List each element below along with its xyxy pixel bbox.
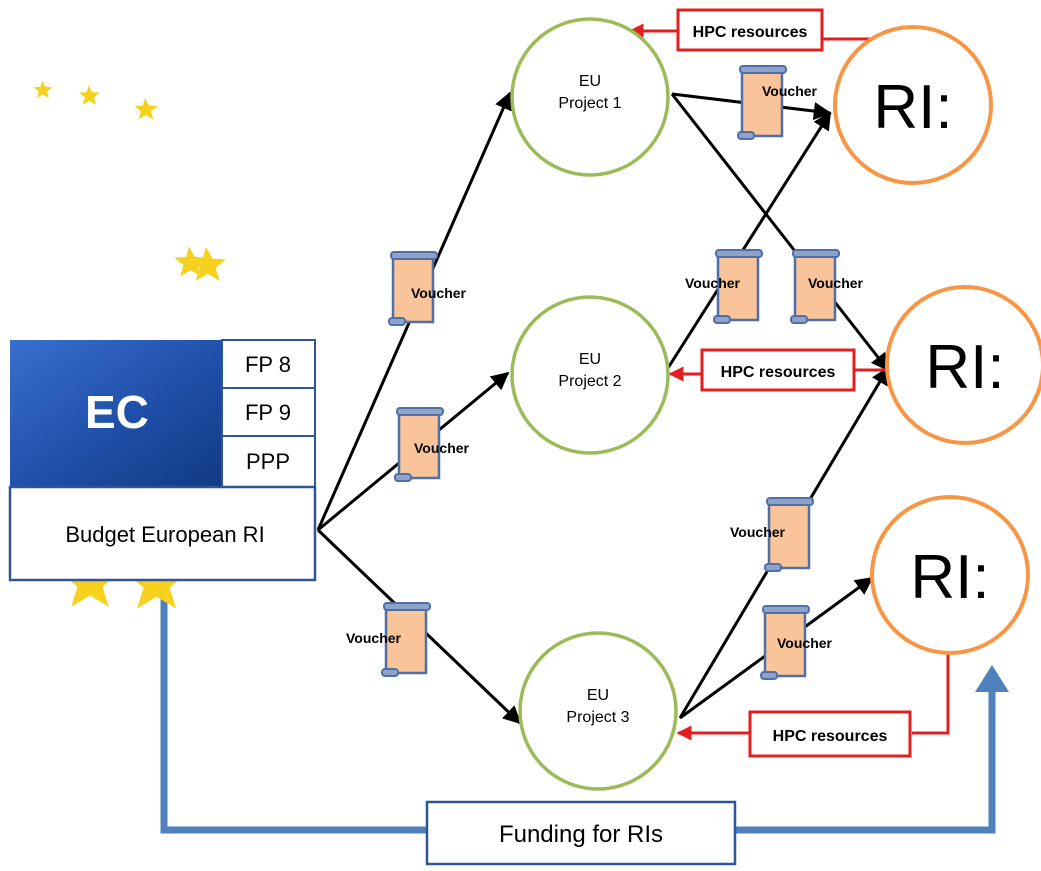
voucher-8: Voucher xyxy=(759,604,833,681)
voucher-7-label: Voucher xyxy=(730,524,786,540)
hpc-label-3: HPC resources xyxy=(773,728,888,745)
funding-label: Funding for RIs xyxy=(499,821,663,848)
budget-label: Budget European RI xyxy=(65,522,264,547)
ri-node-1: RI: xyxy=(833,25,993,185)
hpc-arrows xyxy=(628,23,950,741)
voucher-3-label: Voucher xyxy=(346,630,402,646)
ri-3-label: RI: xyxy=(910,543,989,612)
voucher-scroll-icon xyxy=(736,64,788,141)
programme-box-1 xyxy=(221,339,316,389)
project-1-line1: EU xyxy=(579,73,601,90)
voucher-2-label: Voucher xyxy=(414,440,470,456)
voucher-6: Voucher xyxy=(789,248,864,325)
ec-block: EC FP 8 FP 9 PPP Budget European RI xyxy=(8,80,317,609)
ri-1-label: RI: xyxy=(873,73,952,142)
voucher-4: Voucher xyxy=(736,64,818,141)
ri-node-2: RI: xyxy=(885,285,1041,445)
programme-ppp: PPP xyxy=(246,449,290,474)
project-node-1: EU Project 1 xyxy=(510,17,670,177)
voucher-6-label: Voucher xyxy=(808,275,864,291)
voucher-5-label: Voucher xyxy=(685,275,741,291)
hpc-box-2: HPC resources xyxy=(700,348,856,392)
funding-arrowhead xyxy=(975,665,1009,692)
voucher-7: Voucher xyxy=(730,496,815,573)
hpc-label-2: HPC resources xyxy=(721,364,836,381)
ec-logo-text: EC xyxy=(85,386,149,438)
eu-flag-image: EC xyxy=(10,80,226,609)
voucher-8-label: Voucher xyxy=(777,635,833,651)
ri-2-label: RI: xyxy=(925,333,1004,402)
hpc-box-3: HPC resources xyxy=(748,710,912,758)
project-1-line2: Project 1 xyxy=(558,95,621,112)
project-3-line1: EU xyxy=(587,687,609,704)
voucher-1-label: Voucher xyxy=(411,285,467,301)
project-2-line1: EU xyxy=(579,351,601,368)
hpc-line-3-right xyxy=(912,652,950,735)
programme-fp8: FP 8 xyxy=(245,352,291,377)
project-node-2: EU Project 2 xyxy=(510,295,670,455)
budget-box xyxy=(8,485,317,582)
project-node-3: EU Project 3 xyxy=(518,631,678,791)
project-2-line2: Project 2 xyxy=(558,373,621,390)
arrow-project-1-to-ri-2 xyxy=(670,93,890,372)
hpc-box-1: HPC resources xyxy=(676,8,824,52)
voucher-2: Voucher xyxy=(393,406,470,483)
project-3-line2: Project 3 xyxy=(566,709,629,726)
voucher-4-label: Voucher xyxy=(762,83,818,99)
funding-box: Funding for RIs xyxy=(425,800,737,866)
voucher-1: Voucher xyxy=(387,250,467,327)
programme-fp9: FP 9 xyxy=(245,400,291,425)
hpc-label-1: HPC resources xyxy=(693,24,808,41)
arrow-project-2-to-ri-1 xyxy=(666,111,832,369)
ri-node-3: RI: xyxy=(870,495,1030,655)
voucher-3: Voucher xyxy=(346,601,432,678)
voucher-5: Voucher xyxy=(685,248,764,325)
